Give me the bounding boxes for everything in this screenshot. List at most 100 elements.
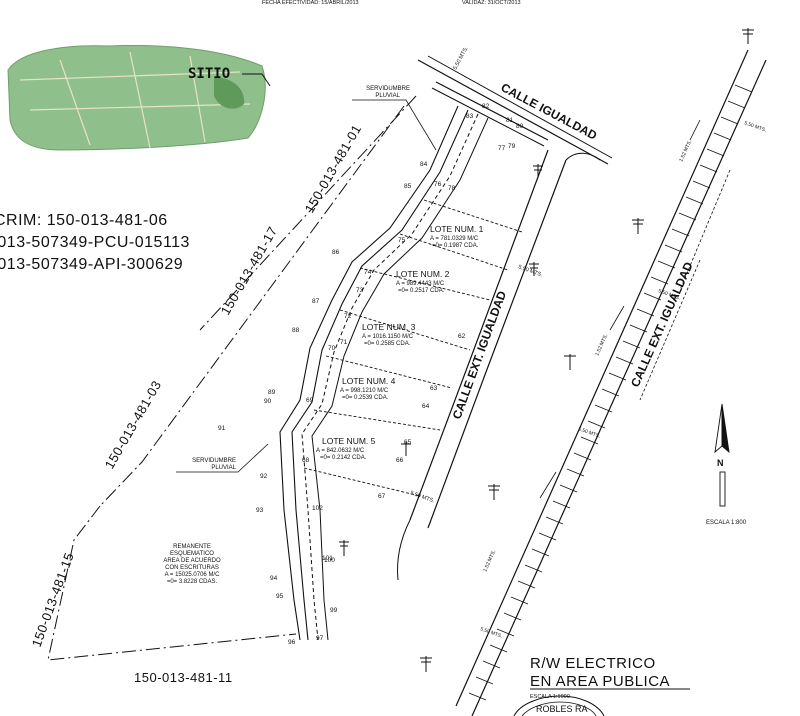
lot-3-name: LOTE NUM. 3 [362, 322, 416, 332]
point-77: 77 [498, 145, 506, 152]
remnant-line-4: CON ESCRITURAS [165, 565, 219, 571]
main-street-label: CALLE EXT. IGUALDAD [450, 289, 510, 421]
point-78: 78 [448, 185, 456, 192]
point-97: 97 [316, 635, 324, 642]
lot-4: LOTE NUM. 4 A = 998.1210 M/C =0= 0.2539 … [340, 376, 396, 401]
remnant-line-3: AREA DE ACUERDO [163, 558, 221, 564]
lot-1: LOTE NUM. 1 A = 781.0329 M/C =0= 0.1987 … [430, 224, 484, 249]
point-83: 83 [466, 113, 474, 120]
parcel-north: 150-013-481-01 [302, 122, 365, 216]
lot-4-area: A = 998.1210 M/C [340, 388, 389, 394]
point-72: 72 [344, 313, 352, 320]
point-63: 63 [430, 385, 438, 392]
lot-5: LOTE NUM. 5 A = 842.0632 M/C =0= 0.2142 … [316, 436, 376, 461]
lot-4-name: LOTE NUM. 4 [342, 376, 396, 386]
north-label: N [717, 458, 724, 468]
main-corridor [279, 105, 489, 641]
point-84: 84 [420, 161, 428, 168]
lot-1-area: A = 781.0329 M/C [430, 236, 479, 242]
row-title-line-1: R/W ELECTRICO [530, 655, 656, 672]
row-title-line-2: EN AREA PUBLICA [530, 673, 670, 690]
point-87: 87 [312, 298, 320, 305]
point-101: 101 [322, 555, 333, 562]
right-street-label: CALLE EXT. IGUALDAD [628, 260, 696, 390]
easement-lower-line-1: SERVIDUMBRE [192, 458, 236, 464]
point-69: 69 [306, 397, 314, 404]
point-93: 93 [256, 507, 264, 514]
lot-5-area: A = 842.0632 M/C [316, 448, 365, 454]
lot-2-cuerdas: =0= 0.2517 CDA. [398, 288, 445, 294]
seal-text: ROBLES RA [536, 704, 588, 714]
lot-dividers [303, 199, 523, 497]
point-71: 71 [340, 339, 348, 346]
api-number: 2013-507349-API-300629 [0, 256, 183, 273]
property-boundaries [47, 95, 417, 661]
point-62: 62 [458, 333, 466, 340]
remnant-note: REMANENTE ESQUEMATICO AREA DE ACUERDO CO… [163, 544, 221, 585]
easement-upper-line-2: PLUVIAL [375, 93, 400, 99]
remnant-line-1: REMANENTE [173, 544, 211, 550]
top-street-label: CALLE IGUALDAD [499, 80, 600, 143]
row-title-block: R/W ELECTRICO EN AREA PUBLICA ESCALA 1:1… [530, 655, 690, 700]
top-street-width: 5.50 MTS. [452, 45, 469, 71]
main-street-width: 5.50 MTS. [517, 264, 543, 278]
easement-lower-line-2: PLUVIAL [211, 465, 236, 471]
point-85: 85 [404, 183, 412, 190]
point-76: 76 [434, 181, 442, 188]
utility-poles-main [339, 164, 543, 556]
point-74: 74 [364, 269, 372, 276]
remnant-line-5: A = 15025.0706 M/C [165, 572, 221, 578]
point-95: 95 [276, 593, 284, 600]
point-73: 73 [356, 287, 364, 294]
point-80: 80 [516, 123, 524, 130]
point-70: 70 [328, 345, 336, 352]
lot-2-name: LOTE NUM. 2 [396, 269, 450, 279]
lot-4-cuerdas: =0= 0.2539 CDA. [342, 395, 389, 401]
lot-1-name: LOTE NUM. 1 [430, 224, 484, 234]
point-92: 92 [260, 473, 268, 480]
main-street-width-lower: 5.50 MTS. [409, 490, 435, 504]
row-dim-5: 5.50 MTS. [577, 426, 601, 440]
north-arrow: N [714, 403, 730, 507]
point-91: 91 [218, 425, 226, 432]
point-88: 88 [292, 327, 300, 334]
point-64: 64 [422, 403, 430, 410]
lot-1-cuerdas: =0= 0.1987 CDA. [432, 243, 479, 249]
lot-2-area: A = 989.4443 M/C [396, 281, 445, 287]
remnant-line-6: =0= 3.8228 CDAS. [167, 579, 218, 585]
point-99: 99 [330, 607, 338, 614]
location-map: SITIO [7, 45, 271, 151]
parcel-south: 150-013-481-11 [134, 670, 233, 685]
row-dim-2: 1.52 MTS. [678, 139, 693, 163]
point-90: 90 [264, 398, 272, 405]
crim-number: CRIM: 150-013-481-06 [0, 212, 168, 229]
row-dim-1: 5.50 MTS. [743, 120, 767, 134]
point-66: 66 [396, 457, 404, 464]
valid-date: VALIDAZ: 31/OCT/2013 [462, 0, 521, 6]
lot-3: LOTE NUM. 3 A = 1016.1150 M/C =0= 0.2585… [362, 322, 416, 347]
point-102: 102 [312, 505, 323, 512]
case-info: CRIM: 150-013-481-06 2013-507349-PCU-015… [0, 212, 190, 273]
row-dim-6: 1.52 MTS. [482, 549, 497, 573]
point-86: 86 [332, 249, 340, 256]
point-68: 68 [302, 457, 310, 464]
site-label: SITIO [188, 66, 230, 82]
lot-3-area: A = 1016.1150 M/C [362, 334, 414, 340]
point-65: 65 [404, 439, 412, 446]
point-89: 89 [268, 389, 276, 396]
easement-lower: SERVIDUMBRE PLUVIAL [176, 443, 269, 473]
point-94: 94 [270, 575, 278, 582]
parcel-mid: 150-013-481-17 [218, 224, 281, 318]
effective-date: FECHA EFECTIVIDAD: 15/ABRIL/2013 [262, 0, 359, 6]
easement-upper: SERVIDUMBRE PLUVIAL [352, 86, 437, 151]
engineer-seal: ROBLES RA [513, 695, 605, 716]
lot-2: LOTE NUM. 2 A = 989.4443 M/C =0= 0.2517 … [396, 269, 450, 294]
pcu-number: 2013-507349-PCU-015113 [0, 234, 190, 251]
easement-upper-line-1: SERVIDUMBRE [366, 86, 410, 92]
point-100: 100 [324, 557, 335, 564]
point-67: 67 [378, 493, 386, 500]
point-81: 81 [506, 117, 514, 124]
point-96: 96 [288, 639, 296, 646]
main-scale: ESCALA 1:800 [706, 520, 747, 526]
